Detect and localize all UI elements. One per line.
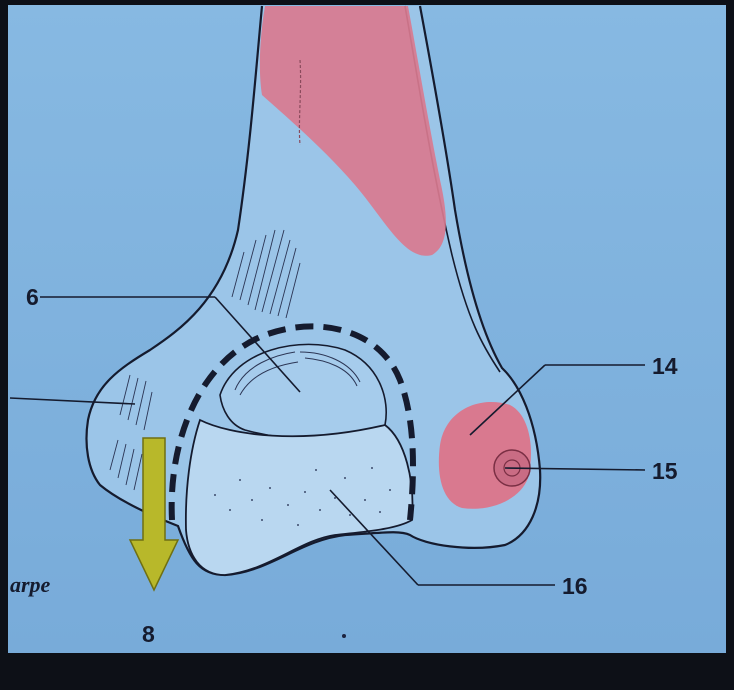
dot-mark [342, 634, 346, 638]
label-fragment-arpe: arpe [10, 572, 51, 597]
label-14: 14 [652, 353, 678, 379]
label-16: 16 [562, 573, 588, 599]
label-8: 8 [142, 621, 155, 647]
label-6: 6 [26, 284, 39, 310]
label-15: 15 [652, 458, 678, 484]
